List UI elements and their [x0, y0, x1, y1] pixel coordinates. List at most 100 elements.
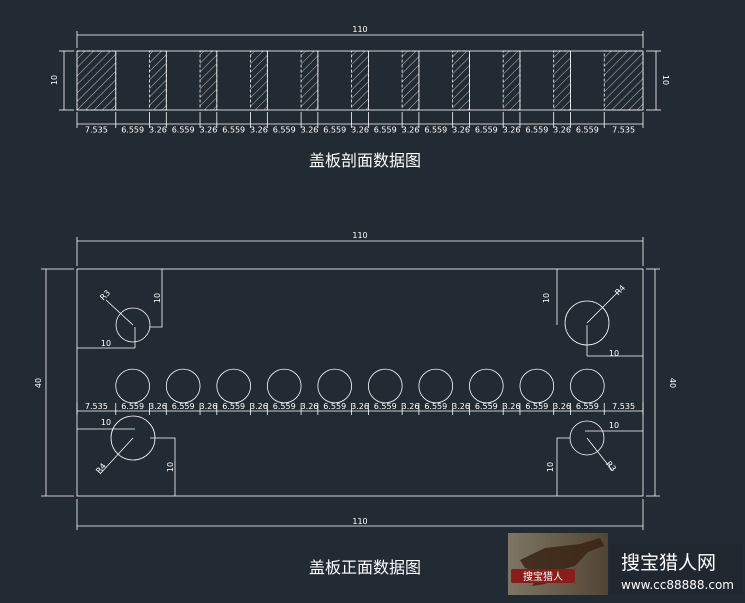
front-dim-label: 6.559 — [172, 402, 195, 411]
front-dim-label: 3.26 — [553, 402, 571, 411]
section-segment-hatched — [250, 50, 268, 111]
front-hole — [266, 368, 302, 404]
front-hole — [469, 368, 504, 404]
section-overall-width-label: 110 — [352, 25, 367, 34]
section-segment-hatched — [603, 50, 644, 111]
front-dim-label: 3.26 — [250, 402, 268, 411]
watermark-text-bg — [610, 544, 743, 594]
notch-label-top-right-h: 10 — [609, 349, 619, 358]
section-dim-label: 6.559 — [424, 126, 447, 135]
watermark-logo-badge — [511, 569, 575, 583]
front-dim-label: 3.26 — [200, 402, 218, 411]
section-dim-label: 3.26 — [200, 126, 218, 135]
section-dim-label: 7.535 — [612, 126, 635, 135]
radius-leader-top-left — [105, 299, 134, 326]
front-dim-label: 6.559 — [576, 402, 599, 411]
section-dim-labels: 7.535 6.559 3.26 6.559 3.26 6.559 3.26 6.559 3.2… — [85, 126, 635, 135]
hole-bottom-left — [110, 415, 156, 461]
section-dim-label: 6.559 — [323, 126, 346, 135]
hole-top-left — [115, 307, 151, 343]
section-segment-hatched — [300, 50, 319, 111]
front-dim-label: 7.535 — [612, 402, 635, 411]
notch-label-bottom-left-v: 10 — [166, 462, 175, 472]
notch-bottom-right-vertical — [556, 437, 570, 496]
front-view — [41, 237, 660, 530]
front-hole — [418, 368, 454, 404]
notch-label-top-left-h: 10 — [101, 339, 111, 348]
front-dim-label: 3.26 — [452, 402, 470, 411]
front-dim-label: 3.26 — [149, 402, 167, 411]
section-title: 盖板剖面数据图 — [309, 151, 421, 170]
notch-label-bottom-right-v: 10 — [546, 462, 555, 472]
section-dim-label: 6.559 — [172, 126, 195, 135]
notch-bottom-left-vertical — [150, 437, 176, 496]
radius-leader-bottom-right — [586, 437, 613, 471]
section-segment-hatched — [199, 50, 218, 111]
front-dim-label: 6.559 — [475, 402, 498, 411]
watermark-logo-text: 搜宝猎人 — [523, 570, 563, 583]
front-dim-label: 6.559 — [374, 402, 397, 411]
front-title: 盖板正面数据图 — [309, 558, 421, 577]
front-dim-label: 6.559 — [525, 402, 548, 411]
front-hole — [216, 368, 251, 404]
section-dim-label: 3.26 — [402, 126, 420, 135]
front-hole — [115, 368, 150, 404]
section-dim-label: 6.559 — [222, 126, 245, 135]
notch-label-top-left-v: 10 — [153, 293, 162, 303]
section-segment-hatched — [553, 50, 571, 111]
section-dim-label: 6.559 — [273, 126, 296, 135]
radius-leader-bottom-left — [99, 437, 134, 475]
front-hole-row — [115, 368, 605, 404]
section-segment-hatched — [401, 50, 420, 111]
notch-label-bottom-left-h: 10 — [101, 418, 111, 427]
front-dim-label: 6.559 — [424, 402, 447, 411]
section-view — [59, 31, 661, 128]
front-top-width-label: 110 — [352, 231, 367, 240]
section-dim-label: 6.559 — [525, 126, 548, 135]
radius-label-bottom-left: R4 — [94, 461, 108, 475]
radius-leader-top-right — [586, 289, 621, 324]
front-dim-labels: 7.535 6.559 3.26 6.559 3.26 6.559 3.26 6.559 3.2… — [85, 402, 635, 411]
front-hole — [570, 368, 605, 404]
section-dim-label: 3.26 — [452, 126, 470, 135]
section-dim-label: 6.559 — [475, 126, 498, 135]
front-bottom-width-label: 110 — [352, 517, 367, 526]
watermark: 搜宝猎人 搜宝猎人网 www.cc88888.com — [508, 533, 743, 595]
section-segment-hatched — [502, 50, 521, 111]
front-hole — [519, 368, 555, 404]
front-dim-label: 3.26 — [301, 402, 319, 411]
front-dim-label: 6.559 — [222, 402, 245, 411]
section-dim-label: 6.559 — [121, 126, 144, 135]
section-dim-label: 3.26 — [301, 126, 319, 135]
notch-top-left-vertical — [150, 269, 163, 328]
section-dim-label: 3.26 — [149, 126, 167, 135]
front-height-label-left: 40 — [34, 378, 43, 388]
section-dim-label: 3.26 — [351, 126, 369, 135]
hole-top-right — [564, 300, 610, 346]
front-hole — [367, 368, 403, 404]
section-segment-hatched — [76, 50, 117, 111]
section-height-label-left: 10 — [50, 75, 59, 85]
radius-label-bottom-right: R3 — [604, 459, 618, 473]
watermark-url: www.cc88888.com — [621, 578, 734, 592]
front-hole — [317, 368, 353, 404]
front-outline — [76, 268, 644, 497]
section-dim-label: 6.559 — [576, 126, 599, 135]
front-dim-label: 3.26 — [402, 402, 420, 411]
section-segment-hatched — [452, 50, 470, 111]
section-dim-ticks — [76, 112, 644, 128]
section-dim-label: 3.26 — [503, 126, 521, 135]
section-dim-label: 6.559 — [374, 126, 397, 135]
section-dim-label: 3.26 — [250, 126, 268, 135]
notch-label-bottom-right-h: 10 — [609, 421, 619, 430]
front-dim-label: 6.559 — [121, 402, 144, 411]
watermark-brand: 搜宝猎人网 — [621, 552, 716, 574]
front-dim-label: 6.559 — [273, 402, 296, 411]
section-segment-hatched — [351, 50, 369, 111]
section-dim-label: 7.535 — [85, 126, 108, 135]
hole-bottom-right — [569, 420, 605, 456]
section-segment-hatched — [149, 50, 167, 111]
front-dim-label: 6.559 — [323, 402, 346, 411]
